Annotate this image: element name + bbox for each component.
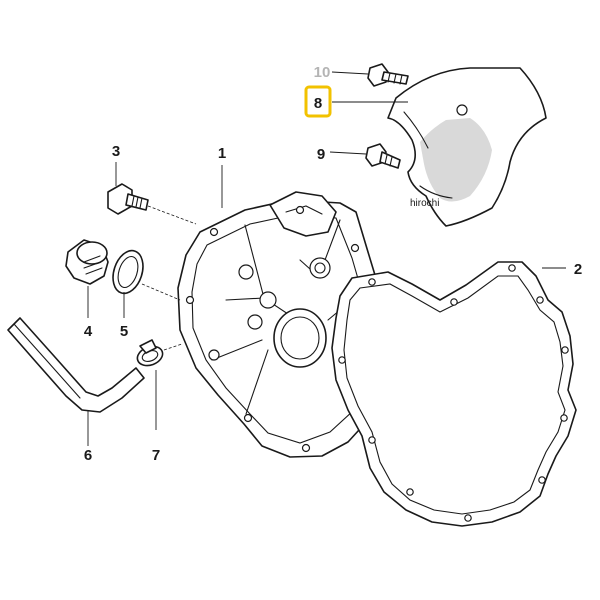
callout-8-highlight-box [304,85,332,118]
part-4-plug [65,239,109,285]
callout-8: 8 [314,95,322,112]
callout-labels: 1 2 3 4 5 6 7 8 9 10 [84,64,582,464]
part-2-gasket [331,261,577,527]
part-5-o-ring [112,249,181,301]
callout-4: 4 [84,323,93,340]
part-9-screw [365,143,401,169]
callout-6: 6 [84,447,92,464]
callout-5: 5 [120,323,128,340]
part-1-housing-cover [177,191,393,458]
part-8-cover [387,67,547,227]
callout-9: 9 [317,146,325,163]
watermark-text: hirochi [410,198,439,209]
leader-lines [87,71,566,446]
part-10-screw [367,63,409,87]
callout-3: 3 [112,143,120,160]
part-3-bolt [107,183,197,225]
part-7-hose-clamp [136,339,183,367]
callout-2: 2 [574,261,582,278]
callout-10: 10 [314,64,331,81]
part-6-hose [7,317,145,413]
callout-7: 7 [152,447,160,464]
callout-1: 1 [218,145,226,162]
